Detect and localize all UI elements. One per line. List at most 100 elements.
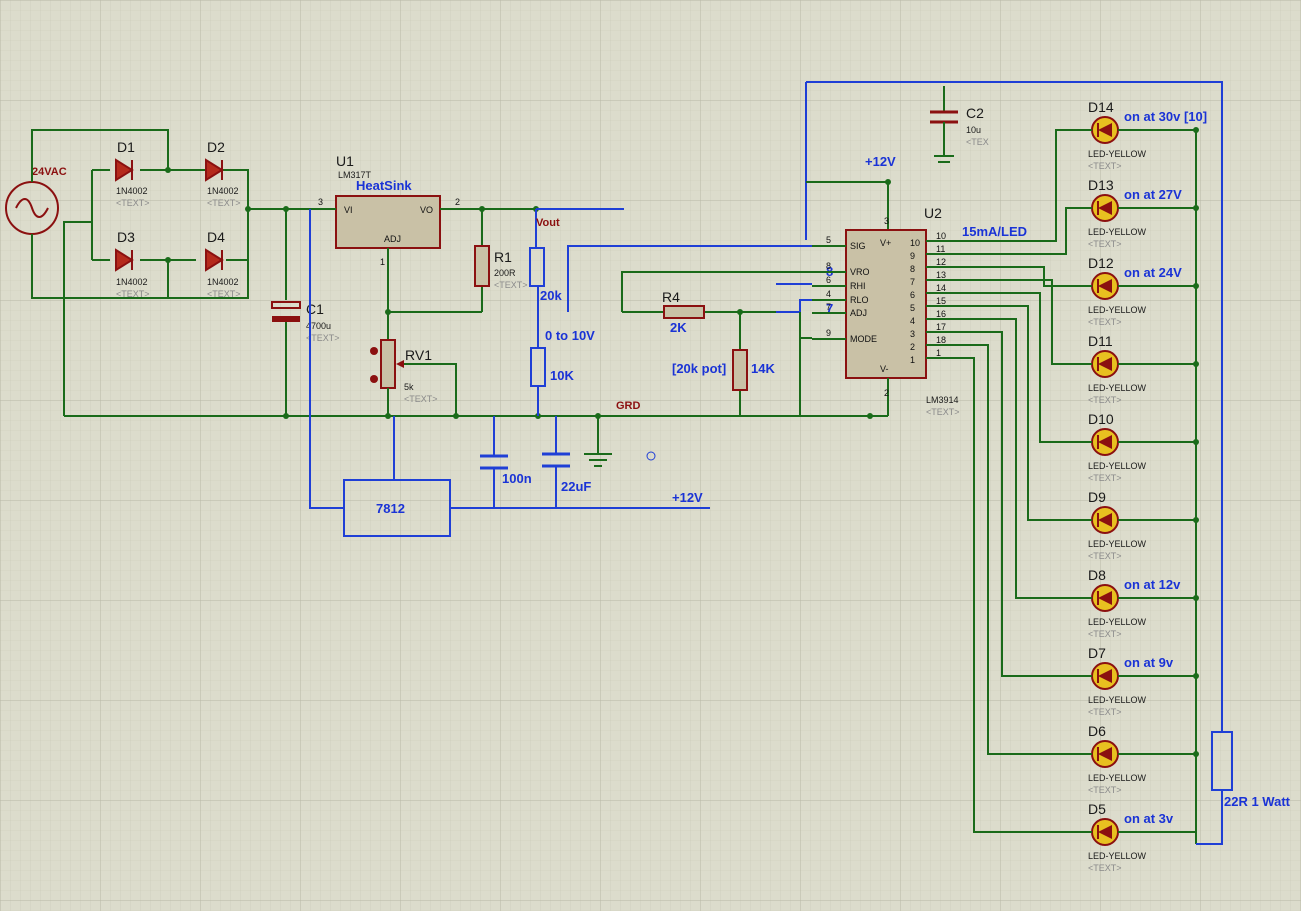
d1-value: 1N4002 <box>116 186 148 196</box>
c2-ref: C2 <box>966 105 984 121</box>
diode-d3[interactable]: D3 1N4002 <TEXT> <box>115 229 150 299</box>
diode-d4[interactable]: D4 1N4002 <TEXT> <box>205 229 241 299</box>
d2-placeholder: <TEXT> <box>207 198 241 208</box>
rv1-ref: RV1 <box>405 347 432 363</box>
u2-right-pin-inner: 10 <box>910 238 920 248</box>
led-note: on at 12v <box>1124 577 1181 592</box>
ground-symbol <box>584 416 656 467</box>
led-note: on at 30v [10] <box>1124 109 1207 124</box>
u1-heatsink-note: HeatSink <box>356 178 412 193</box>
u2-right-pin-inner: 1 <box>910 355 915 365</box>
capacitor-100n[interactable]: 100n <box>480 454 532 486</box>
u2-ref: U2 <box>924 205 942 221</box>
potentiometer-rv1[interactable]: RV1 5k <TEXT> <box>370 339 457 416</box>
u2-left-pin-number: 7 <box>826 302 831 312</box>
rled-label: 22R 1 Watt <box>1224 794 1291 809</box>
diode-d1[interactable]: D1 1N4002 <TEXT> <box>115 139 150 208</box>
led-value: LED-YELLOW <box>1088 851 1147 861</box>
u2-left-pin-number: 8 <box>826 261 831 271</box>
led-note: on at 27V <box>1124 187 1182 202</box>
led-value: LED-YELLOW <box>1088 461 1147 471</box>
regulator-7812[interactable]: 7812 <box>343 479 451 537</box>
d3-placeholder: <TEXT> <box>116 289 150 299</box>
u2-left-pin-name: ADJ <box>850 308 867 318</box>
led-value: LED-YELLOW <box>1088 695 1147 705</box>
u2-right-pin-number: 13 <box>936 270 946 280</box>
u2-right-pin-inner: 6 <box>910 290 915 300</box>
led-ref: D7 <box>1088 645 1106 661</box>
c1-value: 4700u <box>306 321 331 331</box>
led-value: LED-YELLOW <box>1088 617 1147 627</box>
r4-ref: R4 <box>662 289 680 305</box>
r14k-label: 14K <box>751 361 775 376</box>
led-note: on at 24V <box>1124 265 1182 280</box>
led-ref: D10 <box>1088 411 1114 427</box>
resistor-r1[interactable]: R1 200R <TEXT> <box>474 245 528 290</box>
led-triangle <box>1098 201 1112 215</box>
resistor-14k[interactable]: [20k pot] 14K <box>672 349 775 391</box>
u2-right-pin-number: 18 <box>936 335 946 345</box>
led-ref: D13 <box>1088 177 1114 193</box>
led-placeholder: <TEXT> <box>1088 629 1122 639</box>
led-drive-wire <box>960 279 1092 365</box>
led-ref: D9 <box>1088 489 1106 505</box>
led-placeholder: <TEXT> <box>1088 473 1122 483</box>
led-note: on at 9v <box>1124 655 1174 670</box>
led-triangle <box>1098 123 1112 137</box>
led-triangle <box>1098 513 1112 527</box>
led-note: on at 3v <box>1124 811 1174 826</box>
led-ref: D6 <box>1088 723 1106 739</box>
led-triangle <box>1098 747 1112 761</box>
pot-note: [20k pot] <box>672 361 726 376</box>
resistor-22r[interactable]: 22R 1 Watt <box>1196 106 1291 845</box>
r4-value: 2K <box>670 320 687 335</box>
cap22u-label: 22uF <box>561 479 591 494</box>
led-value: LED-YELLOW <box>1088 539 1147 549</box>
u2-right-pin-inner: 5 <box>910 303 915 313</box>
u1-value: LM317T <box>338 170 372 180</box>
led-placeholder: <TEXT> <box>1088 395 1122 405</box>
r4-wires <box>621 271 812 416</box>
capacitor-22uf[interactable]: 22uF <box>542 452 591 494</box>
d1-placeholder: <TEXT> <box>116 198 150 208</box>
capacitor-c2[interactable]: C2 10u <TEX <box>930 86 989 163</box>
u2-right-pin-inner: 3 <box>910 329 915 339</box>
led-value: LED-YELLOW <box>1088 383 1147 393</box>
led-triangle <box>1098 435 1112 449</box>
diode-d2[interactable]: D2 1N4002 <TEXT> <box>205 139 241 208</box>
led-placeholder: <TEXT> <box>1088 785 1122 795</box>
u2-pin-bottom: 2 <box>884 388 889 398</box>
u2-right-pin-inner: 8 <box>910 264 915 274</box>
led-wires <box>960 129 1197 844</box>
resistor-r4[interactable]: R4 2K <box>662 289 705 335</box>
u2-pin-top: 3 <box>884 216 889 226</box>
u1-pin-vo: VO <box>420 205 433 215</box>
vout-label: Vout <box>536 217 560 229</box>
u2-left-pin-name: SIG <box>850 241 866 251</box>
ground-label: GRD <box>616 400 641 412</box>
r10k-label: 10K <box>550 368 574 383</box>
led-placeholder: <TEXT> <box>1088 239 1122 249</box>
u1-pin-vi: VI <box>344 205 353 215</box>
regulator-u1[interactable]: U1 LM317T HeatSink VI VO ADJ 3 2 1 <box>318 153 460 267</box>
led-placeholder: <TEXT> <box>1088 161 1122 171</box>
ac-source-label: 24VAC <box>32 166 67 178</box>
led-placeholder: <TEXT> <box>1088 551 1122 561</box>
led-ref: D11 <box>1088 333 1113 349</box>
ic-u2[interactable]: +12V U2 LM3914 <TEXT> V+ V- 3 2 8 7 <box>806 154 960 417</box>
d3-value: 1N4002 <box>116 277 148 287</box>
resistor-10k[interactable]: 10K <box>530 347 574 387</box>
u1-pin-2: 2 <box>455 197 460 207</box>
resistor-20k[interactable]: 20k <box>529 247 562 303</box>
d3-ref: D3 <box>117 229 135 245</box>
